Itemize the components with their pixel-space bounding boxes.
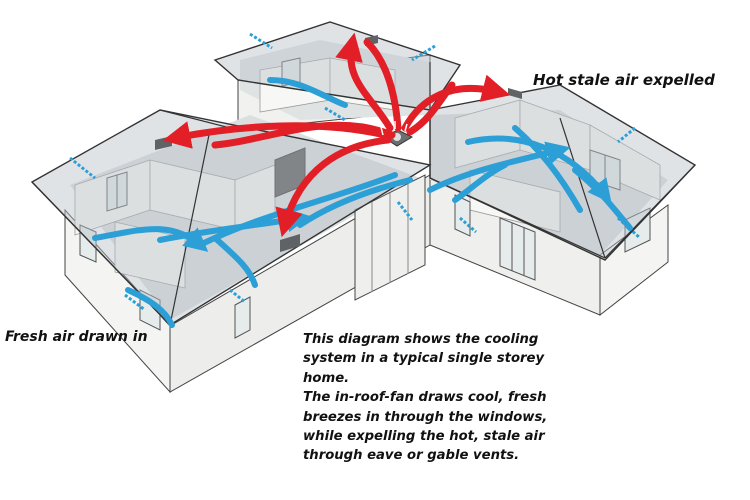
fresh-air-label: Fresh air drawn in <box>5 329 148 345</box>
diagram-description: This diagram shows the cooling system in… <box>303 330 603 466</box>
description-line: while expelling the hot, stale air <box>303 429 545 445</box>
description-line: This diagram shows the cooling <box>303 332 539 347</box>
description-line: through eave or gable vents. <box>303 448 520 464</box>
garage <box>354 174 426 301</box>
interior-walls <box>74 57 661 289</box>
back-roof <box>213 21 462 111</box>
hot-air-arrows <box>162 32 511 238</box>
house <box>64 40 669 394</box>
description-line: breezes in through the windows, <box>303 409 548 425</box>
description-line: system in a typical single storey <box>303 351 545 367</box>
description-line: home. <box>303 370 350 386</box>
hot-air-outlet-markers <box>380 121 408 136</box>
roof <box>30 21 697 326</box>
description-line: The in-roof-fan draws cool, fresh <box>303 390 547 406</box>
fresh-air-intake-markers <box>69 32 642 312</box>
hot-air-label: Hot stale air expelled <box>533 71 715 89</box>
